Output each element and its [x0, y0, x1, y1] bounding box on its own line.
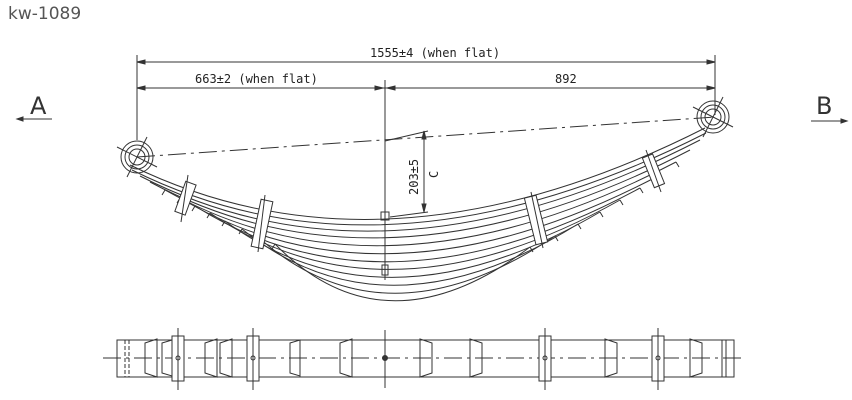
camber-symbol: C — [427, 171, 441, 178]
clamp-4 — [641, 149, 666, 193]
split-dimension — [136, 85, 716, 91]
camber-dimension — [384, 130, 429, 218]
view-a-arrow-icon — [15, 116, 52, 122]
spring-plan-view — [103, 328, 745, 390]
view-b-arrow-icon — [811, 118, 849, 124]
view-label-a: A — [30, 92, 47, 120]
camber-label: 203±5 — [407, 159, 421, 195]
part-number-title: kw-1089 — [8, 4, 82, 24]
view-label-b: B — [816, 92, 832, 120]
overall-length-label: 1555±4 (when flat) — [370, 46, 500, 60]
spring-side-view — [116, 96, 734, 302]
right-section-label: 892 — [555, 72, 577, 86]
overall-length-dimension — [136, 55, 716, 140]
clamp-3 — [523, 191, 549, 249]
clamp-2 — [250, 194, 274, 253]
left-section-label: 663±2 (when flat) — [195, 72, 318, 86]
clamp-1 — [174, 174, 197, 223]
